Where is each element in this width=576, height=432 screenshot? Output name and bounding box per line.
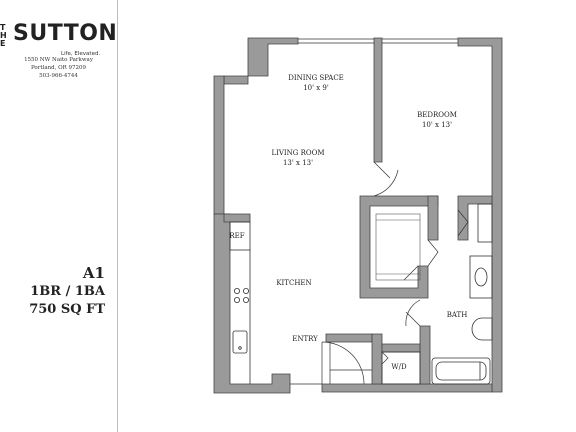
unit-name: A1	[82, 264, 105, 282]
washer-dryer-label: W/D	[391, 363, 407, 371]
wall-closet-right	[427, 195, 439, 241]
ref-label: REF	[229, 232, 244, 240]
logo: THE SUTTON Life, Elevated.	[0, 10, 118, 57]
wall-bath-top	[457, 195, 493, 241]
wall-top-left	[223, 37, 299, 85]
living-dims: 13' x 13'	[283, 159, 313, 167]
kitchen-label: KITCHEN	[276, 279, 311, 287]
wall-ref-top	[223, 213, 251, 223]
washer-dryer-box	[381, 351, 421, 385]
door-swings	[290, 161, 469, 385]
logo-tagline: Life, Elevated.	[61, 51, 101, 57]
entry-label: ENTRY	[292, 335, 318, 343]
wall-entry-top	[325, 333, 373, 343]
floor-plan: DINING SPACE 10' x 9' BEDROOM 10' x 13' …	[213, 37, 503, 394]
living-label: LIVING ROOM	[271, 149, 324, 157]
bath-fixtures	[431, 203, 493, 385]
wall-center-vertical	[373, 37, 383, 163]
address-block: 1550 NW Naito Parkway Portland, OR 97209…	[0, 56, 117, 80]
logo-the: THE	[0, 23, 7, 48]
dining-dims: 10' x 9'	[303, 84, 329, 92]
wall-closet	[359, 195, 439, 299]
unit-info: A1 1BR / 1BA 750 SQ FT	[0, 264, 105, 319]
closet-interior	[375, 213, 421, 281]
unit-size: 750 SQ FT	[29, 302, 105, 317]
exterior-walls	[213, 37, 503, 394]
unit-type: 1BR / 1BA	[30, 284, 105, 299]
bedroom-label: BEDROOM	[417, 111, 457, 119]
logo-name: SUTTON	[13, 21, 118, 46]
dining-label: DINING SPACE	[288, 74, 344, 82]
kitchen-counter	[229, 221, 251, 384]
address-street: 1550 NW Naito Parkway	[24, 57, 93, 63]
wall-bath-left	[419, 325, 431, 385]
address-phone: 503-966-4744	[39, 73, 78, 79]
bedroom-dims: 10' x 13'	[422, 121, 452, 129]
wall-left-lower	[213, 213, 291, 394]
entry-landing	[329, 342, 372, 384]
windows	[298, 38, 458, 44]
wall-wd-top	[381, 343, 421, 353]
wall-wd-left	[371, 333, 383, 385]
wall-left-upper	[213, 75, 225, 215]
bath-label: BATH	[447, 311, 468, 319]
sidebar: THE SUTTON Life, Elevated. 1550 NW Naito…	[0, 0, 118, 432]
address-city: Portland, OR 97209	[30, 65, 87, 71]
wall-bottom	[321, 383, 493, 393]
